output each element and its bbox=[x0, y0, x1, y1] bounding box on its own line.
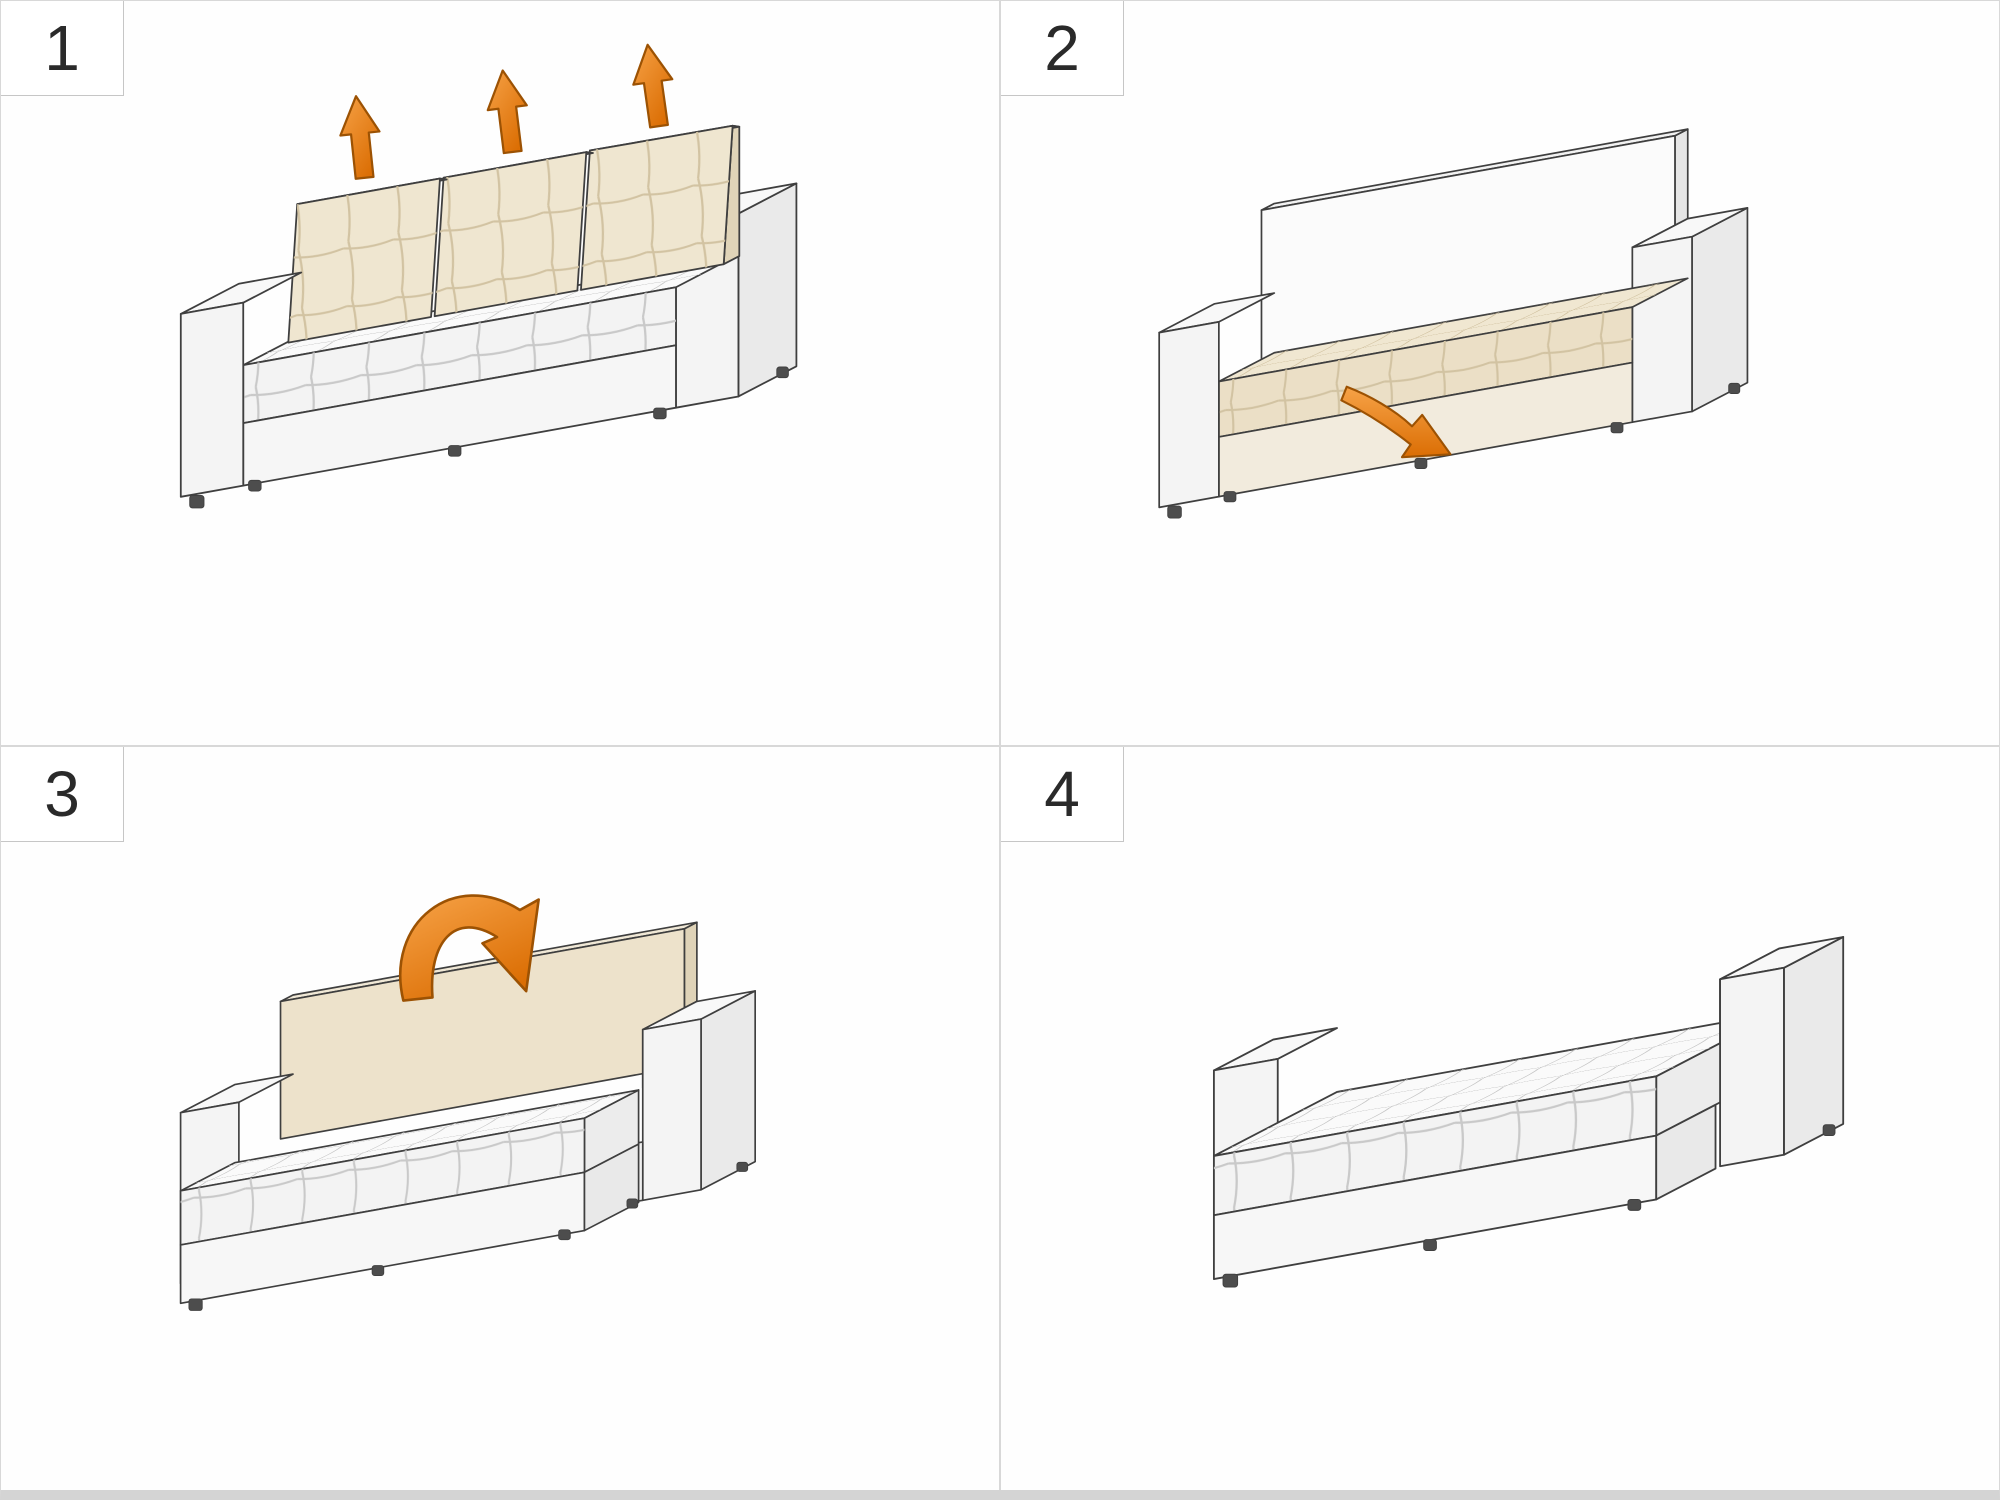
step-number: 4 bbox=[1044, 757, 1080, 830]
illustration-sofa-step-4 bbox=[1212, 935, 1845, 1287]
step-number-box: 1 bbox=[1, 1, 124, 96]
illustration-sofa-step-2 bbox=[1158, 128, 1749, 519]
panel-step-2: 2 bbox=[1001, 1, 1999, 745]
illustration-sofa-step-3 bbox=[179, 893, 757, 1311]
arrow-up-icon bbox=[486, 69, 528, 155]
step-number: 2 bbox=[1044, 12, 1080, 84]
step-number: 1 bbox=[44, 12, 80, 84]
arrow-up-icon bbox=[632, 43, 674, 129]
arrow-up-icon bbox=[339, 95, 381, 180]
panel-step-1: 1 bbox=[1, 1, 999, 745]
arrow-fold-over-icon bbox=[398, 893, 540, 1002]
arrow-pull-out-icon bbox=[1340, 385, 1452, 459]
illustration-sofa-step-1 bbox=[179, 43, 798, 509]
panel-step-3: 3 bbox=[1, 746, 999, 1490]
step-number-box: 2 bbox=[1001, 1, 1124, 96]
step-number-box: 3 bbox=[1, 746, 124, 842]
step-number: 3 bbox=[44, 757, 80, 830]
step-number-box: 4 bbox=[1001, 746, 1124, 842]
panel-step-4: 4 bbox=[1001, 746, 1999, 1490]
